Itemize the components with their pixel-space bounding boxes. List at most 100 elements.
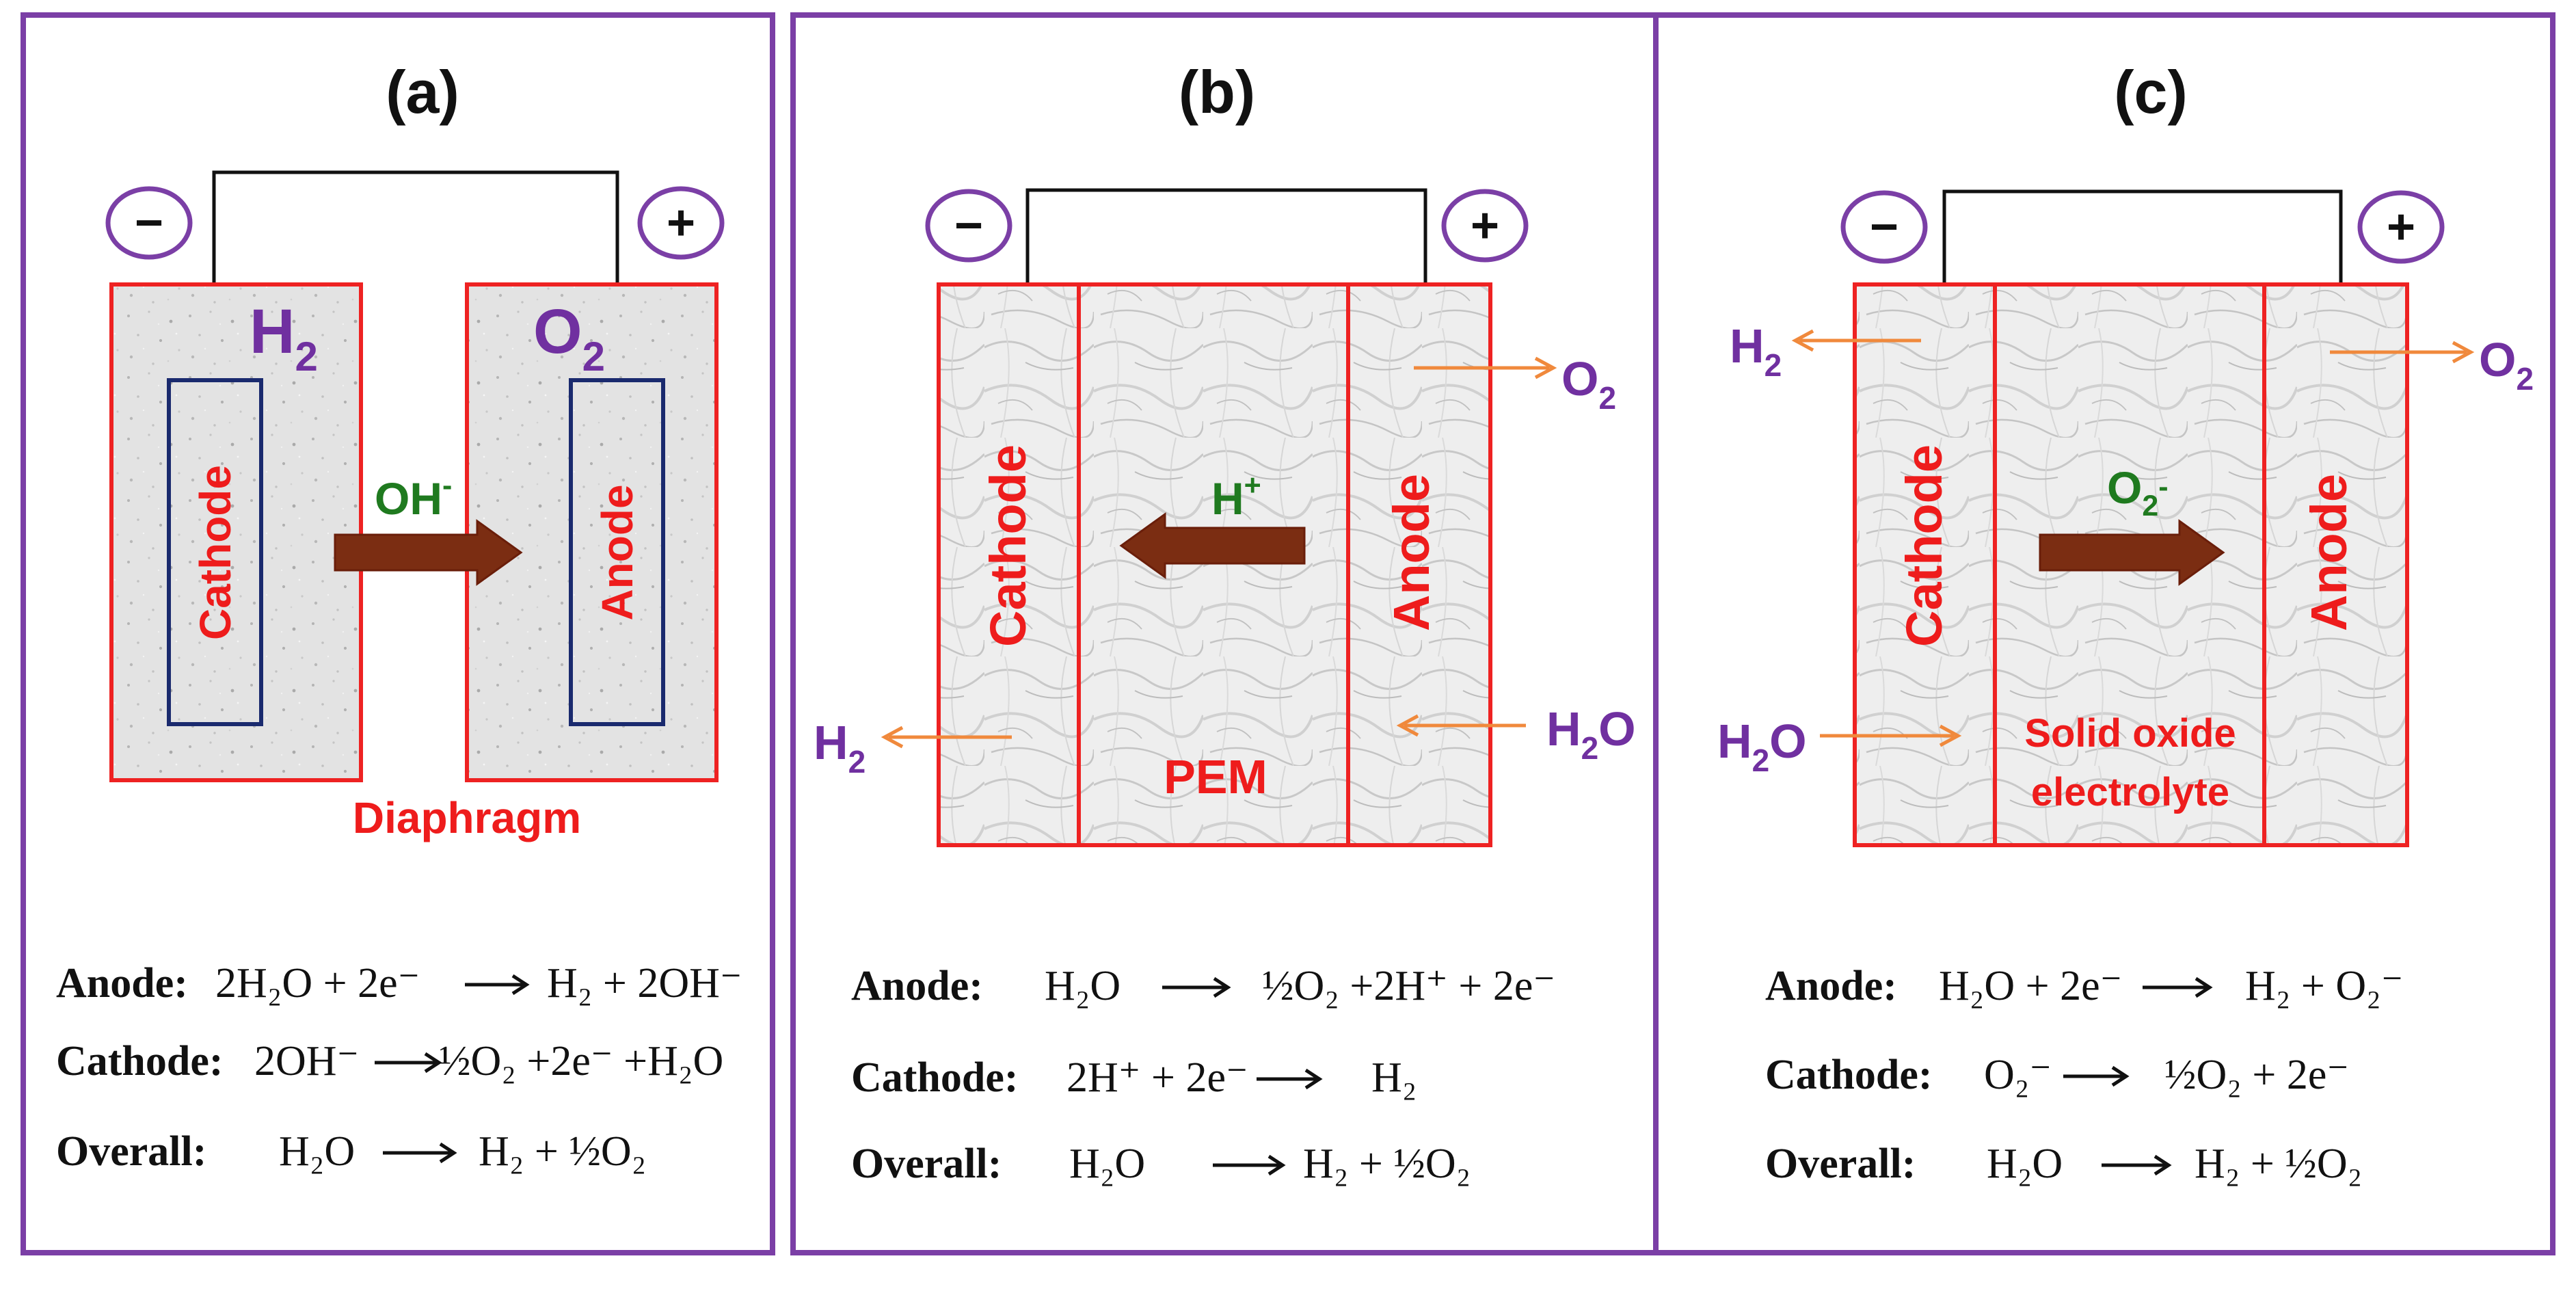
- panel-b-minus-terminal-sign-main: −: [954, 198, 983, 253]
- panel-a-cathode-compartment: [109, 282, 363, 782]
- panel-b-eq-overall-arrow: [1213, 1154, 1286, 1176]
- panel-a-eq-overall-rhs-main: H₂ + ½O₂: [479, 1128, 646, 1175]
- panel-a-anode-compartment: [465, 282, 719, 782]
- panel-b-plus-terminal: +: [1441, 189, 1529, 263]
- panel-b-eq-anode-lhs: H₂O: [1045, 963, 1121, 1009]
- panel-c-plus-terminal-sign-main: +: [2387, 200, 2415, 254]
- panel-c-h2-label: H2: [1730, 319, 1782, 383]
- panel-a-eq-overall-arrow: [383, 1142, 457, 1164]
- panel-a-h2-label: H2: [250, 297, 318, 380]
- panel-a-h2-label-sub: 2: [295, 334, 317, 380]
- panel-a-wire: [212, 170, 619, 375]
- panel-a-ion-label-main: OH: [375, 473, 442, 524]
- panel-a-eq-cathode-label: Cathode:: [56, 1038, 224, 1084]
- panel-b-eq-anode-arrow-head: [1213, 976, 1231, 998]
- panel-b-separator-label-main: PEM: [1164, 750, 1267, 803]
- panel-a-eq-overall-lhs: H₂O: [279, 1128, 355, 1175]
- panel-a-plus-terminal-ring: [637, 186, 725, 260]
- panel-c-h2o-label-main: H: [1717, 715, 1752, 768]
- panel-b-wire: [1025, 188, 1427, 284]
- panel-a-eq-overall-rhs: H₂ + ½O₂: [479, 1128, 646, 1175]
- panel-b-eq-cathode-rhs-main: H₂: [1371, 1054, 1417, 1101]
- panel-a-minus-terminal-sign: −: [135, 196, 163, 250]
- panel-b-o2-flow-head: [1534, 356, 1557, 380]
- panel-b-h2o-label-after-sub: O: [1598, 702, 1635, 756]
- panel-b-anode-label-main: Anode: [1383, 474, 1440, 631]
- panel-b-eq-overall-rhs: H₂ + ½O₂: [1303, 1141, 1471, 1187]
- panel-a-eq-cathode-lhs: 2OH⁻: [254, 1038, 359, 1084]
- panel-c-separator-line1-main: Solid oxide: [2024, 711, 2236, 756]
- panel-b-h2o-label-sub: 2: [1581, 730, 1599, 766]
- panel-frames: [21, 12, 2555, 1255]
- panel-b-h2o-label: H2O: [1546, 702, 1636, 766]
- panel-c-eq-anode-arrow: [2143, 976, 2213, 998]
- panel-a-eq-overall-lhs-main: H₂O: [279, 1128, 355, 1175]
- panel-a-anode-label-main: Anode: [593, 484, 642, 620]
- panel-c-h2o-flow-head: [1939, 724, 1962, 747]
- panel-a-anode-label: Anode: [593, 484, 642, 620]
- panel-a-minus-terminal: −: [105, 186, 193, 260]
- panel-c-plus-terminal: +: [2357, 190, 2445, 264]
- panel-c-eq-anode-rhs-main: H₂ + O₂⁻: [2245, 963, 2403, 1009]
- panel-b-ion-label-sup: +: [1244, 469, 1261, 502]
- panel-a-label-main: (a): [386, 58, 459, 126]
- panel-b-eq-overall-lhs: H₂O: [1069, 1141, 1145, 1187]
- panel-b-eq-overall-label: Overall:: [851, 1141, 1002, 1187]
- panel-b-ion-label: H+: [1211, 469, 1261, 524]
- panel-frame-c: [1653, 12, 2555, 1255]
- panel-a-plus-terminal-sign: +: [667, 196, 695, 250]
- panel-a-minus-terminal-sign-main: −: [135, 196, 163, 250]
- panel-b-separator-label: PEM: [1164, 750, 1267, 803]
- panel-c-label-main: (c): [2114, 58, 2188, 126]
- panel-b-eq-overall-rhs-main: H₂ + ½O₂: [1303, 1141, 1471, 1187]
- panel-a-eq-overall-arrow-head: [439, 1142, 457, 1164]
- panel-a-eq-anode-rhs-main: H₂ + 2OH⁻: [547, 960, 742, 1007]
- panel-c-ion-label-sup: -: [2158, 470, 2168, 503]
- panel-b-eq-anode-rhs-main: ½O₂ +2H⁺ + 2e⁻: [1262, 963, 1555, 1009]
- panel-b-eq-overall-arrow-head: [1267, 1154, 1286, 1176]
- panel-c-minus-terminal-sign: −: [1870, 200, 1899, 254]
- panel-b-eq-anode-arrow: [1162, 976, 1231, 998]
- panel-c-o2-label: O2: [2479, 333, 2534, 397]
- panel-a-separator-label-main: Diaphragm: [353, 793, 581, 842]
- panel-c-h2o-label-sub: 2: [1752, 743, 1770, 778]
- panel-a-eq-cathode-rhs-main: ½O₂ +2e⁻ +H₂O: [439, 1038, 723, 1084]
- panel-c-eq-cathode-rhs: ½O₂ + 2e⁻: [2164, 1052, 2349, 1098]
- panel-c-ion-label: O2-: [2107, 462, 2169, 522]
- panel-b-cathode-label-main: Cathode: [980, 444, 1036, 647]
- panel-c-plus-terminal-ring: [2357, 190, 2445, 264]
- panel-b-o2-flow: [1414, 356, 1557, 380]
- panel-b-eq-anode-rhs: ½O₂ +2H⁺ + 2e⁻: [1262, 963, 1555, 1009]
- panel-c-plus-terminal-sign: +: [2387, 200, 2415, 254]
- panel-c-h2-flow: [1791, 329, 1921, 352]
- panel-b-eq-anode-lhs-main: H₂O: [1045, 963, 1121, 1009]
- panel-c-minus-terminal-sign-main: −: [1870, 200, 1899, 254]
- panel-c-eq-cathode-lhs-main: O₂⁻: [1984, 1052, 2052, 1098]
- panel-b-h2o-label-main: H: [1546, 702, 1581, 756]
- panel-b-label: (b): [1179, 58, 1255, 126]
- panel-c-eq-cathode-label: Cathode:: [1765, 1052, 1933, 1098]
- panel-a-eq-cathode-rhs: ½O₂ +2e⁻ +H₂O: [439, 1038, 723, 1084]
- panel-b-plus-terminal-sign-main: +: [1471, 198, 1499, 253]
- panel-b-eq-cathode-lhs-main: 2H⁺ + 2e⁻: [1066, 1054, 1248, 1101]
- panel-c-eq-anode-arrow-head: [2195, 976, 2213, 998]
- panel-b-label-main: (b): [1179, 58, 1255, 126]
- panel-b-eq-cathode-arrow: [1257, 1068, 1323, 1090]
- panel-c-h2o-label: H2O: [1717, 715, 1807, 778]
- panel-c-ion-label-sub: 2: [2142, 490, 2158, 522]
- panel-b-eq-cathode-arrow-head: [1304, 1068, 1323, 1090]
- panel-c-eq-overall-arrow: [2102, 1154, 2172, 1176]
- panel-c-h2-label-sub: 2: [1765, 347, 1782, 383]
- panel-a-o2-label-main: O: [533, 297, 582, 367]
- panel-c-equations: Anode:Cathode:Overall:H₂O + 2e⁻H₂ + O₂⁻O…: [1765, 963, 2403, 1187]
- panel-a-separator-label: Diaphragm: [353, 793, 581, 842]
- panel-b-eq-cathode-rhs: H₂: [1371, 1054, 1417, 1101]
- panel-b-h2-label: H2: [814, 716, 866, 780]
- panel-b-plus-terminal-ring: [1441, 189, 1529, 263]
- panel-c-separator-line2-main: electrolyte: [2031, 770, 2229, 814]
- panel-c-minus-terminal-ring: [1840, 190, 1928, 264]
- panel-a-anode-electrode: [569, 378, 665, 726]
- panel-a-h2-label-main: H: [250, 297, 295, 367]
